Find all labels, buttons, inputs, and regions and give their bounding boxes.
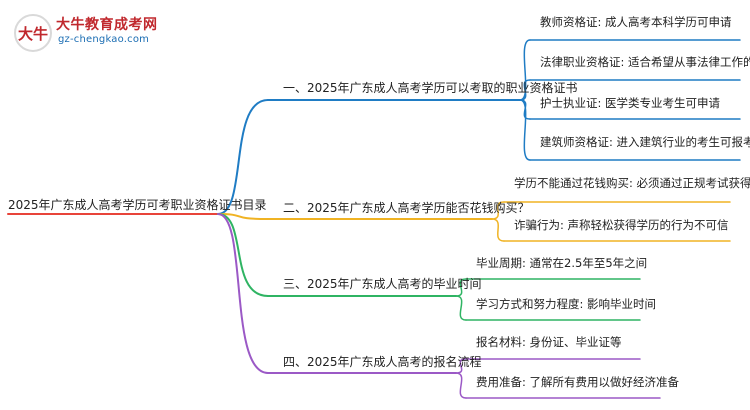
leaf-topic-1-3: 护士执业证: 医学类专业考生可申请 bbox=[540, 96, 721, 110]
leaf-topic-3-2: 学习方式和努力程度: 影响毕业时间 bbox=[476, 297, 657, 311]
branch-topic-3: 三、2025年广东成人高考的毕业时间 bbox=[283, 277, 482, 291]
branch-connector-3 bbox=[217, 213, 269, 297]
leaf-topic-1-2: 法律职业资格证: 适合希望从事法律工作的人员 bbox=[540, 55, 750, 69]
leaf-connector-2-2 bbox=[491, 218, 505, 242]
leaf-topic-3-1: 毕业周期: 通常在2.5年至5年之间 bbox=[476, 256, 648, 270]
logo-title: 大牛教育成考网 bbox=[56, 17, 158, 33]
branch-topic-1: 一、2025年广东成人高考学历可以考取的职业资格证书 bbox=[283, 81, 578, 95]
leaf-topic-1-4: 建筑师资格证: 进入建筑行业的考生可报考 bbox=[540, 135, 750, 149]
branch-connector-2 bbox=[217, 213, 269, 220]
leaf-topic-1-1: 教师资格证: 成人高考本科学历可申请 bbox=[540, 15, 732, 29]
leaf-connector-3-2 bbox=[455, 295, 467, 321]
branch-topic-4: 四、2025年广东成人高考的报名流程 bbox=[283, 355, 482, 369]
branch-topic-2: 二、2025年广东成人高考学历能否花钱购买？ bbox=[283, 201, 530, 215]
leaf-connector-3-1 bbox=[455, 278, 467, 297]
logo-badge-icon: 大牛 bbox=[14, 14, 52, 52]
branch-connector-4 bbox=[217, 213, 269, 374]
leaf-topic-2-2: 诈骗行为: 声称轻松获得学历的行为不可信 bbox=[514, 218, 729, 232]
leaf-connector-2-1 bbox=[491, 201, 505, 220]
leaf-connector-1-1 bbox=[519, 39, 531, 101]
leaf-topic-4-2: 费用准备: 了解所有费用以做好经济准备 bbox=[476, 375, 680, 389]
site-logo[interactable]: 大牛 大牛教育成考网 gz-chengkao.com bbox=[8, 10, 158, 52]
leaf-connector-1-4 bbox=[519, 99, 531, 161]
leaf-topic-2-1: 学历不能通过花钱购买: 必须通过正规考试获得 bbox=[514, 176, 750, 190]
branch-connector-1 bbox=[217, 99, 269, 215]
leaf-topic-4-1: 报名材料: 身份证、毕业证等 bbox=[476, 335, 622, 349]
logo-url: gz-chengkao.com bbox=[58, 34, 150, 45]
leaf-connector-1-2 bbox=[519, 79, 531, 101]
leaf-connector-4-2 bbox=[455, 372, 467, 399]
root-topic: 2025年广东成人高考学历可考职业资格证书目录 bbox=[8, 198, 267, 212]
